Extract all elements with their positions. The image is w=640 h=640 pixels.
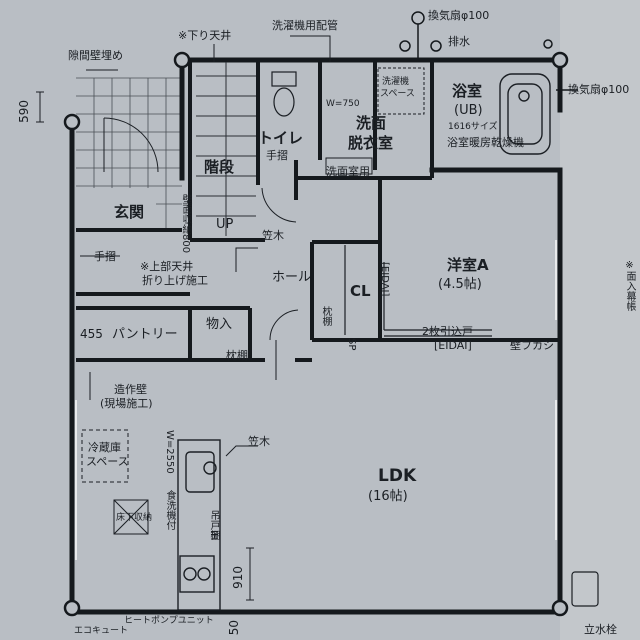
note-upper-ceiling-1: ※上部天井 <box>140 260 194 273</box>
toilet-fixture <box>271 71 297 117</box>
dimension-455: 455 <box>80 327 103 341</box>
dimension-910: 910 <box>231 566 245 589</box>
wash-basin <box>325 157 373 175</box>
note-handrail-toilet: 手摺 <box>266 149 288 162</box>
floor-hatch-symbol <box>113 499 149 535</box>
note-kasagi-hall: 笠木 <box>262 229 284 242</box>
note-water-tap: 立水栓 <box>584 623 617 636</box>
note-closet-maker: [EIDAI] <box>379 262 390 297</box>
bathtub <box>499 73 551 155</box>
room-western-size: (4.5帖) <box>438 277 482 292</box>
door-swings <box>103 117 299 380</box>
fridge-space <box>81 429 129 483</box>
note-drain: 排水 <box>448 35 470 48</box>
room-washroom-line1: 洗面 <box>356 114 387 132</box>
room-bath-line1: 浴室 <box>452 82 483 100</box>
note-washer-piping: 洗濯機用配管 <box>272 19 338 32</box>
windows <box>75 240 557 560</box>
note-outdoor-unit: エコキュート <box>74 626 129 636</box>
columns <box>63 51 569 617</box>
note-sliding-door-1: 2枚引込戸 <box>422 325 473 338</box>
room-closet: CL <box>350 282 371 300</box>
closet-doors <box>344 245 492 337</box>
note-washroom-shelf: 洗面室用 <box>326 165 370 178</box>
bath-dryer: 浴室暖房乾燥機 <box>447 136 524 149</box>
note-builtin-wall-1: 造作壁 <box>114 383 147 396</box>
paper-shade <box>560 0 640 640</box>
note-washer-space-2: スペース <box>380 89 415 99</box>
outer-walls <box>69 57 563 615</box>
note-dishwasher: 食洗機付 <box>164 490 175 530</box>
note-kasagi-kitchen: 笠木 <box>248 435 270 448</box>
stair-treads <box>196 62 256 236</box>
entrance-floor <box>76 188 156 230</box>
note-ventilation-right: 換気扇φ100 <box>568 83 630 96</box>
note-washer-width: W=750 <box>326 99 360 109</box>
note-up: UP <box>216 217 234 232</box>
note-gap-wall: 隙間壁埋め <box>68 49 123 62</box>
note-fridge-1: 冷蔵庫 <box>88 441 121 454</box>
entrance-tile-grid <box>76 77 182 230</box>
room-stairs: 階段 <box>204 158 235 176</box>
room-western: 洋室A <box>447 256 489 274</box>
note-upper-ceiling-2: 折り上げ施工 <box>142 274 208 287</box>
leader-lines <box>80 35 331 457</box>
room-ldk-size: (16帖) <box>368 489 408 504</box>
dimension-50: 50 <box>227 620 241 636</box>
note-ventilation-top: 換気扇φ100 <box>428 9 490 22</box>
vent-symbols <box>399 11 578 91</box>
dimension-marks <box>36 91 254 601</box>
note-pillow-shelf-storage: 枕棚 <box>226 349 248 362</box>
washer-space-box <box>377 67 425 115</box>
note-lowered-ceiling: ※下り天井 <box>178 29 232 42</box>
room-washroom-line2: 脱衣室 <box>348 134 394 152</box>
note-fridge-2: スペース <box>86 455 129 468</box>
note-builtin-wall-2: (現場施工) <box>100 397 153 410</box>
kitchen-counter <box>177 439 221 611</box>
interior-walls <box>76 62 560 362</box>
note-wall-recess: 壁フカシ <box>510 339 554 352</box>
note-sp: SP <box>346 338 357 351</box>
note-rollback-window: ※面入幕帳 <box>624 260 635 311</box>
note-sliding-door-2: [EIDAI] <box>434 339 472 352</box>
note-shoe-storage: 壁面収納800 <box>180 194 191 254</box>
room-bath-line2: (UB) <box>454 103 483 118</box>
room-storage: 物入 <box>206 317 233 332</box>
bath-spec: 1616サイズ <box>448 122 498 132</box>
note-kitchen-width: W=2550 <box>164 430 175 474</box>
room-toilet: トイレ <box>258 129 304 147</box>
note-range-hood: 吊戸棚 <box>208 510 219 540</box>
room-hall: ホール <box>272 270 312 285</box>
note-washer-space-1: 洗濯機 <box>382 77 410 87</box>
note-ih: IH <box>208 530 219 541</box>
note-floor-hatch: 床下収納 <box>116 513 153 523</box>
note-pillow-shelf-cl: 枕棚 <box>320 306 331 326</box>
note-heat-pump: ヒートポンプユニット <box>124 616 214 626</box>
note-handrail-entry: 手摺 <box>94 250 116 263</box>
room-entrance: 玄関 <box>114 203 145 221</box>
dimension-590: 590 <box>17 100 31 123</box>
water-tap-symbol <box>571 571 599 607</box>
room-ldk: LDK <box>378 466 417 486</box>
room-pantry: パントリー <box>112 327 178 342</box>
